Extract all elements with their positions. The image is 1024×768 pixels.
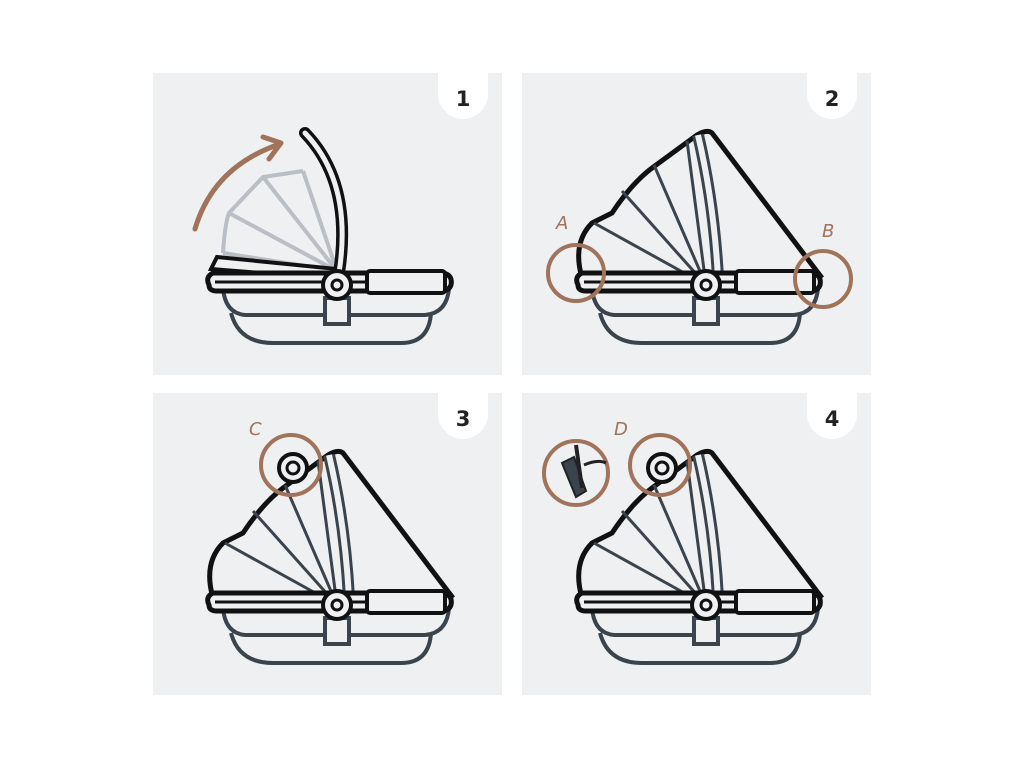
step-panel-4: 4 D [522,393,871,695]
step-number: 4 [824,407,840,431]
step-number: 1 [455,87,471,111]
step-badge: 4 [807,393,857,439]
step-panel-3: 3 C [153,393,502,695]
callout-label-b: B [822,221,834,242]
canopy-knob-detail [277,452,309,484]
bassinet-closed-canopy-illustration: A B [546,73,853,375]
canopy-knob-detail [646,452,678,484]
step-panel-2: 2 A B [522,73,871,375]
callout-circle-a [546,243,606,303]
step-badge: 1 [438,73,488,119]
callout-label-a: A [555,213,568,234]
tool-detail-icon [542,439,610,507]
callout-circle-c [259,433,323,497]
callout-circle-b [793,249,853,309]
step-badge: 2 [807,73,857,119]
callout-label-c: C [249,419,262,440]
bassinet-open-canopy-illustration [192,127,502,375]
step-panel-1: 1 [153,73,502,375]
bassinet-closed-canopy-illustration: D [542,419,871,695]
rotate-arrow [192,142,280,232]
callout-circle-d [628,433,692,497]
step-badge: 3 [438,393,488,439]
faded-canopy [221,169,339,273]
step-number: 3 [455,407,471,431]
step-number: 2 [824,87,840,111]
bassinet-closed-canopy-illustration: C [153,419,502,695]
callout-label-d: D [614,419,628,440]
